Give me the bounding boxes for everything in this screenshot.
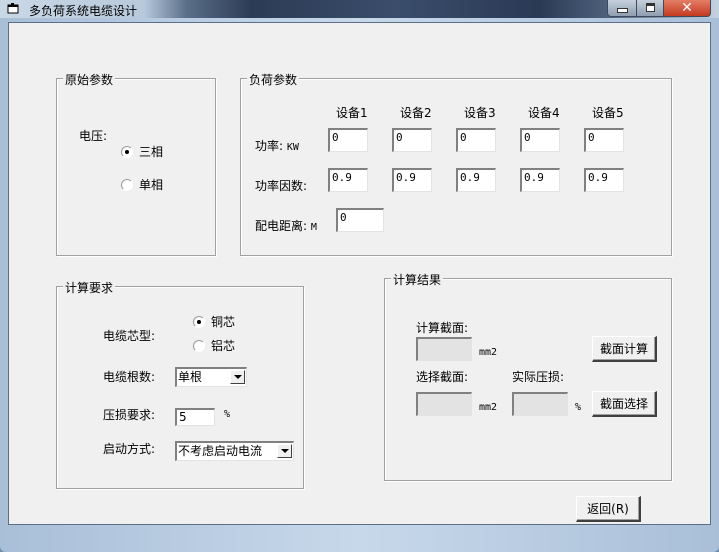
calc-section-output <box>416 337 472 361</box>
start-mode-label: 启动方式: <box>103 442 156 456</box>
distance-input[interactable]: 0 <box>336 208 384 232</box>
distance-unit: M <box>310 222 317 233</box>
power-factor-label: 功率因数: <box>255 179 308 193</box>
calc-section-button-label: 截面计算 <box>599 342 648 356</box>
cable-count-select[interactable]: 单根 <box>175 367 247 387</box>
start-mode-select[interactable]: 不考虑启动电流 <box>175 441 294 461</box>
device-1-header: 设备1 <box>336 106 368 120</box>
original-params-group: 原始参数 电压: 三相 单相 <box>56 71 216 256</box>
select-section-output <box>416 392 472 416</box>
calc-requirements-group: 计算要求 电缆芯型: 铜芯 铝芯 电缆根数: 单根 压损要求: 5 % 启动方式… <box>56 279 304 489</box>
start-mode-value: 不考虑启动电流 <box>178 444 263 458</box>
select-section-unit: mm2 <box>479 402 498 413</box>
power-input-device-4[interactable]: 0 <box>520 128 560 152</box>
radio-unselected-icon <box>193 339 205 352</box>
voltage-drop-input[interactable]: 5 <box>175 408 215 426</box>
power-unit: KW <box>286 142 299 153</box>
window-title: 多负荷系统电缆设计 <box>29 4 138 18</box>
select-section-label: 选择截面: <box>416 370 469 384</box>
pf-input-device-1[interactable]: 0.9 <box>328 168 368 192</box>
cable-count-value: 单根 <box>178 370 203 384</box>
pf-input-device-4[interactable]: 0.9 <box>520 168 560 192</box>
device-4-header: 设备4 <box>528 106 560 120</box>
close-button[interactable]: ✕ <box>664 0 711 17</box>
radio-single-phase[interactable]: 单相 <box>121 176 163 193</box>
minimize-button[interactable] <box>607 0 637 17</box>
select-section-button[interactable]: 截面选择 <box>592 391 657 417</box>
close-icon: ✕ <box>681 0 693 16</box>
minimize-icon <box>616 7 628 13</box>
load-params-group: 负荷参数 设备1 设备2 设备3 设备4 设备5 功率: KW 0 0 0 0 … <box>240 71 672 256</box>
radio-copper-core-label: 铜芯 <box>211 315 236 329</box>
device-3-header: 设备3 <box>464 106 496 120</box>
radio-selected-icon <box>121 145 133 158</box>
maximize-icon <box>645 3 655 12</box>
select-section-button-label: 截面选择 <box>599 397 648 411</box>
power-label-text: 功率: <box>255 139 284 153</box>
radio-three-phase-label: 三相 <box>139 145 164 159</box>
calc-section-button[interactable]: 截面计算 <box>592 336 657 362</box>
distance-label-text: 配电距离: <box>255 219 308 233</box>
calc-results-group: 计算结果 计算截面: mm2 截面计算 选择截面: mm2 实际压损: % 截面… <box>384 271 672 481</box>
radio-aluminum-core-label: 铝芯 <box>211 339 236 353</box>
voltage-drop-label: 压损要求: <box>103 408 156 422</box>
radio-unselected-icon <box>121 178 133 191</box>
radio-three-phase[interactable]: 三相 <box>121 143 163 160</box>
voltage-label: 电压: <box>79 129 108 143</box>
power-label: 功率: KW <box>255 137 299 154</box>
return-button-label: 返回(R) <box>587 502 629 516</box>
voltage-drop-unit: % <box>224 409 231 420</box>
pf-input-device-2[interactable]: 0.9 <box>392 168 432 192</box>
calc-results-label: 计算结果 <box>391 271 444 288</box>
chevron-down-icon[interactable] <box>277 444 292 458</box>
device-2-header: 设备2 <box>400 106 432 120</box>
calc-section-label: 计算截面: <box>416 321 469 335</box>
return-button[interactable]: 返回(R) <box>576 496 641 522</box>
calc-section-unit: mm2 <box>479 347 498 358</box>
app-icon <box>7 3 19 14</box>
device-5-header: 设备5 <box>592 106 624 120</box>
radio-copper-core[interactable]: 铜芯 <box>193 313 235 330</box>
actual-drop-label: 实际压损: <box>512 370 565 384</box>
load-params-label: 负荷参数 <box>247 71 300 88</box>
core-type-label: 电缆芯型: <box>103 329 156 343</box>
power-input-device-5[interactable]: 0 <box>584 128 624 152</box>
pf-input-device-5[interactable]: 0.9 <box>584 168 624 192</box>
power-input-device-1[interactable]: 0 <box>328 128 368 152</box>
power-input-device-3[interactable]: 0 <box>456 128 496 152</box>
power-input-device-2[interactable]: 0 <box>392 128 432 152</box>
radio-single-phase-label: 单相 <box>139 178 164 192</box>
cable-count-label: 电缆根数: <box>103 370 156 384</box>
maximize-button[interactable] <box>637 0 664 17</box>
actual-drop-unit: % <box>575 402 582 413</box>
title-bar[interactable]: 多负荷系统电缆设计 ✕ <box>0 0 719 22</box>
chevron-down-icon[interactable] <box>230 370 245 384</box>
pf-input-device-3[interactable]: 0.9 <box>456 168 496 192</box>
distance-label: 配电距离: M <box>255 217 317 234</box>
radio-aluminum-core[interactable]: 铝芯 <box>193 337 235 354</box>
radio-selected-icon <box>193 315 205 328</box>
original-params-label: 原始参数 <box>63 71 116 88</box>
actual-drop-output <box>512 392 568 416</box>
dialog-client: 原始参数 电压: 三相 单相 负荷参数 设备1 设备2 设备3 设备4 设备5 … <box>8 22 711 525</box>
calc-requirements-label: 计算要求 <box>63 279 116 296</box>
